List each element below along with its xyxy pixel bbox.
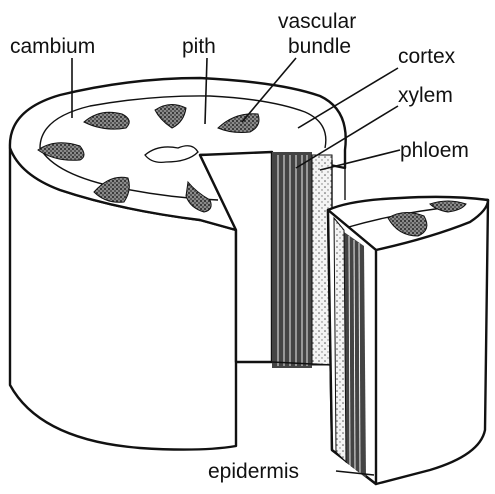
label-cortex: cortex: [398, 45, 456, 68]
label-epidermis: epidermis: [208, 460, 299, 483]
label-cambium: cambium: [10, 35, 95, 58]
cut-wedge: [328, 197, 488, 484]
main-cylinder: [10, 78, 346, 450]
label-xylem: xylem: [398, 84, 453, 107]
label-bundle: bundle: [288, 35, 351, 58]
label-vascular: vascular: [278, 10, 356, 33]
label-pith: pith: [182, 35, 216, 58]
label-phloem: phloem: [400, 139, 469, 162]
